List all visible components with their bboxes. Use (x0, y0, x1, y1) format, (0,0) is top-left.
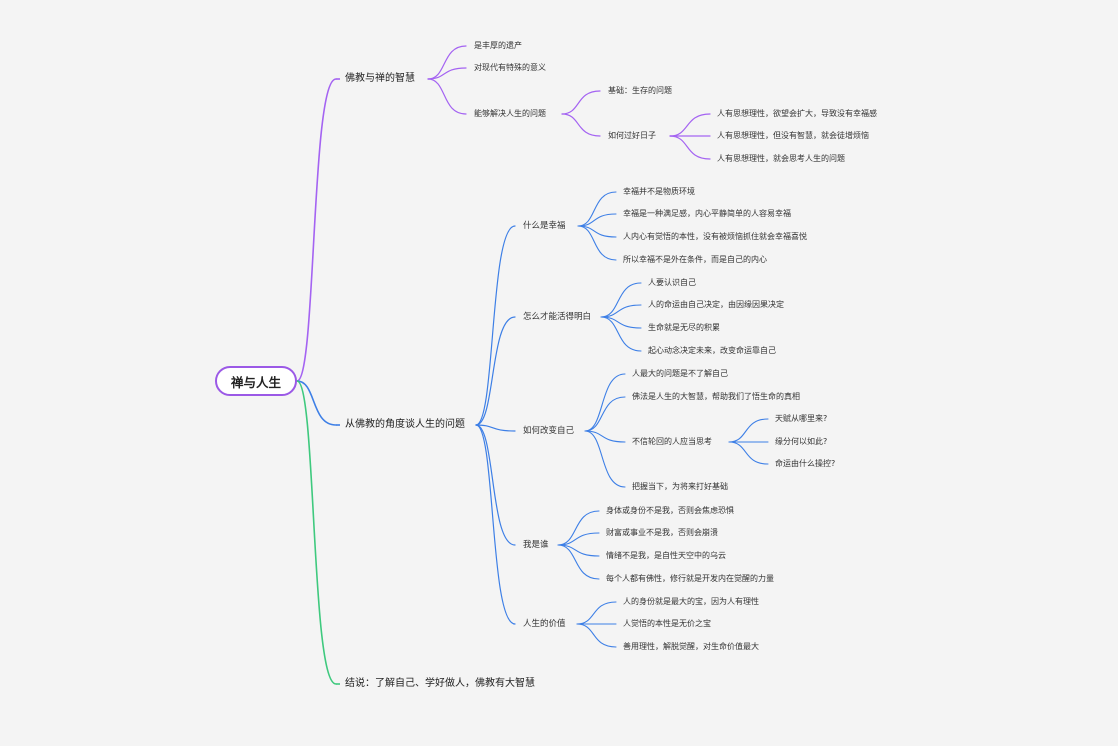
leaf-clarity-1[interactable]: 人要认识自己 (648, 278, 696, 287)
edge-b2-3 (475, 424, 516, 546)
leaf-value-2[interactable]: 人觉悟的本性是无价之宝 (623, 619, 711, 628)
edge-value-0 (576, 601, 617, 625)
edge-reincarnation-2 (728, 441, 769, 465)
edge-change-2 (584, 430, 626, 443)
leaf-clarity-4[interactable]: 起心动念决定未来，改变命运靠自己 (648, 346, 776, 355)
edge-root-b3 (296, 380, 337, 685)
edge-who-0 (557, 510, 600, 546)
edge-b2-4 (475, 424, 516, 625)
branch-life-questions[interactable]: 从佛教的角度谈人生的问题 (345, 419, 465, 430)
leaf-value-1[interactable]: 人的身份就是最大的宝，因为人有理性 (623, 597, 759, 606)
edge-clarity-0 (600, 282, 642, 318)
edge-clarity-3 (600, 316, 642, 352)
edge-who-3 (557, 544, 600, 580)
leaf-change-2[interactable]: 佛法是人生的大智慧，帮助我们了悟生命的真相 (632, 392, 800, 401)
edge-b1-2 (427, 78, 467, 115)
edge-happiness-3 (577, 225, 617, 261)
edge-change-1 (584, 396, 626, 432)
leaf-happiness-3[interactable]: 人内心有觉悟的本性，没有被烦恼抓住就会幸福喜悦 (623, 232, 807, 241)
leaf-change-1[interactable]: 人最大的问题是不了解自己 (632, 369, 728, 378)
edge-b1-life-0 (669, 113, 711, 137)
topic-good-life-2[interactable]: 人有思想理性，但没有智慧，就会徒增烦恼 (717, 131, 869, 140)
edge-b1-life-2 (669, 135, 711, 160)
leaf-happiness-4[interactable]: 所以幸福不是外在条件，而是自己的内心 (623, 255, 767, 264)
topic-live-clearly[interactable]: 怎么才能活得明白 (523, 311, 592, 322)
edge-b1-1 (427, 67, 467, 80)
leaf-who-1[interactable]: 身体或身份不是我，否则会焦虑恐惧 (606, 506, 734, 515)
leaf-who-2[interactable]: 财富或事业不是我，否则会崩溃 (606, 528, 718, 537)
topic-solve-life-problems[interactable]: 能够解决人生的问题 (474, 109, 546, 118)
leaf-reincarnation-3[interactable]: 命运由什么操控? (775, 459, 836, 468)
leaf-reincarnation-1[interactable]: 天赋从哪里来? (775, 414, 828, 423)
topic-what-is-happiness[interactable]: 什么是幸福 (523, 220, 566, 231)
edge-b2-1 (475, 316, 516, 426)
topic-rich-heritage[interactable]: 是丰厚的遗产 (474, 41, 522, 50)
topic-life-value[interactable]: 人生的价值 (523, 618, 566, 629)
edge-root-b2 (296, 380, 337, 426)
edge-value-2 (576, 623, 617, 648)
edge-change-3 (584, 430, 626, 488)
edge-reincarnation-0 (728, 418, 769, 443)
leaf-change-3[interactable]: 不信轮回的人应当思考 (632, 437, 712, 446)
root-topic[interactable]: 禅与人生 (215, 366, 297, 396)
leaf-value-3[interactable]: 善用理性，解脱觉醒，对生命价值最大 (623, 642, 759, 651)
topic-change-self[interactable]: 如何改变自己 (523, 425, 575, 436)
branch-conclusion[interactable]: 结说：了解自己、学好做人，佛教有大智慧 (345, 678, 535, 689)
edge-b1-solve-1 (561, 113, 601, 137)
edge-happiness-0 (577, 191, 617, 227)
leaf-happiness-1[interactable]: 幸福并不是物质环境 (623, 187, 695, 196)
edge-b2-2 (475, 424, 516, 432)
leaf-who-4[interactable]: 每个人都有佛性，修行就是开发内在觉醒的力量 (606, 574, 774, 583)
leaf-happiness-2[interactable]: 幸福是一种满足感，内心平静简单的人容易幸福 (623, 209, 791, 218)
leaf-change-4[interactable]: 把握当下，为将来打好基础 (632, 482, 728, 491)
leaf-reincarnation-2[interactable]: 缘分何以如此? (775, 437, 828, 446)
topic-survival-basis[interactable]: 基础：生存的问题 (608, 86, 672, 95)
topic-good-life-3[interactable]: 人有思想理性，就会思考人生的问题 (717, 154, 845, 163)
edge-b2-0 (475, 225, 516, 426)
edge-change-0 (584, 373, 626, 432)
topic-modern-significance[interactable]: 对现代有特殊的意义 (474, 63, 546, 72)
topic-good-life-1[interactable]: 人有思想理性，欲望会扩大，导致没有幸福感 (717, 109, 877, 118)
topic-live-well[interactable]: 如何过好日子 (608, 131, 656, 140)
leaf-who-3[interactable]: 情绪不是我，是自性天空中的乌云 (606, 551, 726, 560)
branch-buddhism-zen-wisdom[interactable]: 佛教与禅的智慧 (345, 73, 415, 84)
edge-root-b1 (296, 78, 337, 382)
leaf-clarity-2[interactable]: 人的命运由自己决定，由因缘因果决定 (648, 300, 784, 309)
topic-who-am-i[interactable]: 我是谁 (523, 539, 549, 550)
edge-b1-solve-0 (561, 90, 601, 115)
edge-b1-0 (427, 45, 467, 80)
leaf-clarity-3[interactable]: 生命就是无尽的积累 (648, 323, 720, 332)
